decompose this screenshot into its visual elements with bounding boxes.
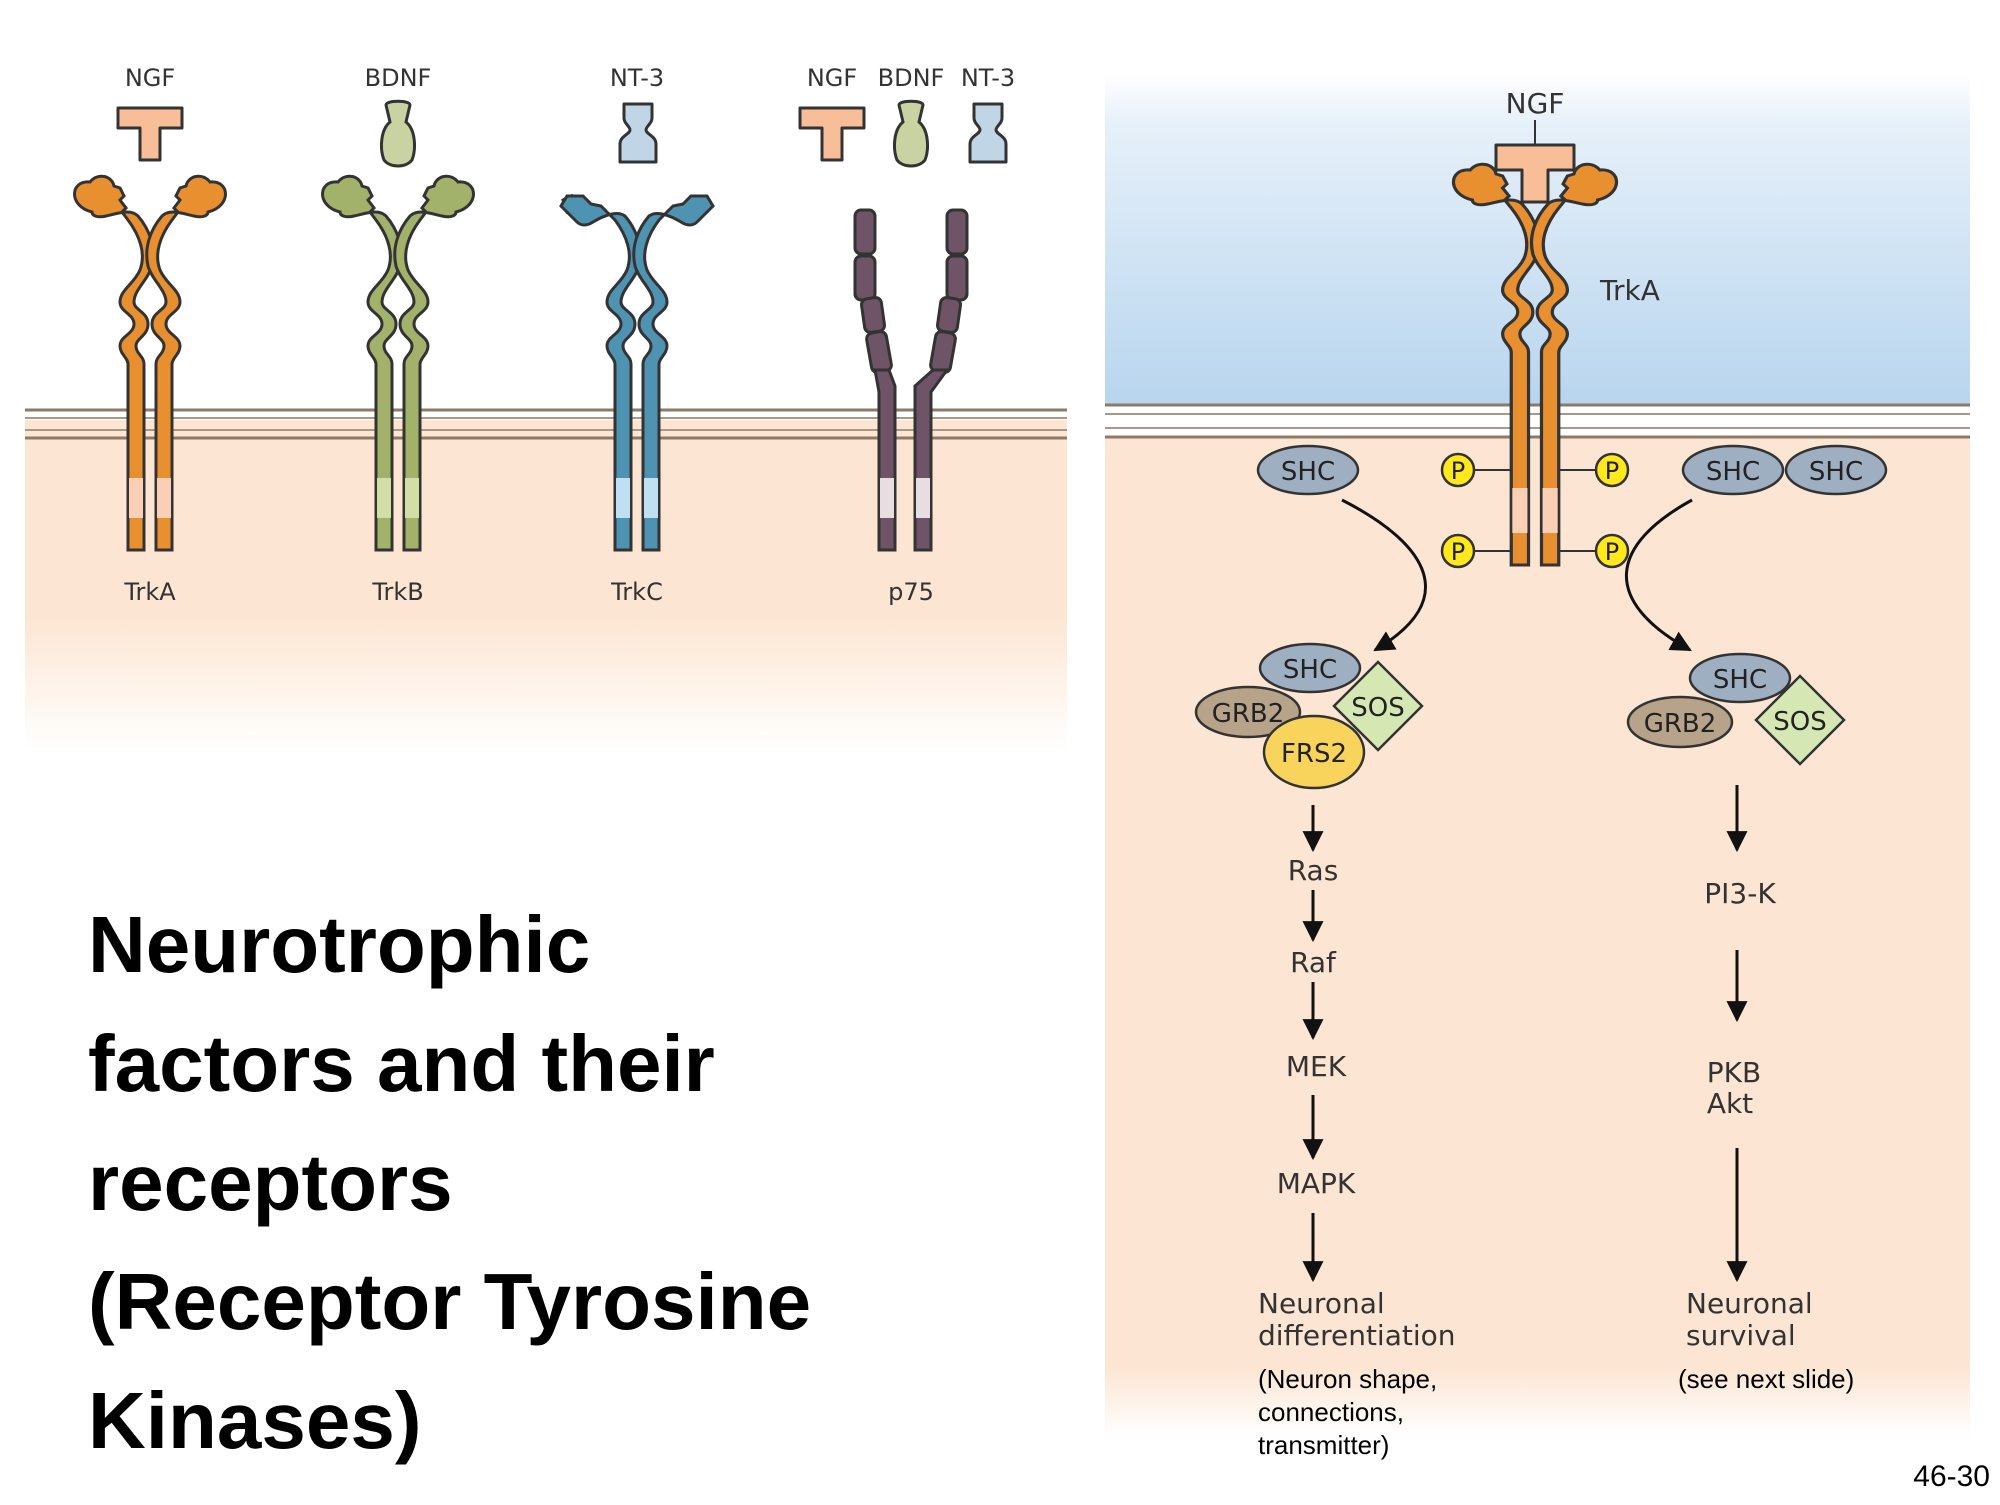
bdnf-ligand xyxy=(380,99,416,168)
title-line: Neurotrophic xyxy=(88,900,591,989)
pathway-pkb: PKB xyxy=(1707,1056,1761,1089)
phospho-top-left: P xyxy=(1440,452,1476,488)
receptor-label-p75: p75 xyxy=(888,578,934,606)
pathway-ras: Ras xyxy=(1288,854,1339,887)
ligand-label-ngf: NGF xyxy=(125,64,175,92)
slide-number: 46-30 xyxy=(1913,1460,1990,1493)
pathway-mek: MEK xyxy=(1286,1050,1347,1083)
complex-right-grb2: GRB2 xyxy=(1626,695,1734,749)
svg-text:FRS2: FRS2 xyxy=(1281,739,1347,769)
svg-text:SHC: SHC xyxy=(1283,655,1337,685)
svg-text:SHC: SHC xyxy=(1706,457,1760,487)
svg-text:P: P xyxy=(1451,457,1465,485)
ngf-ligand xyxy=(116,106,184,162)
svg-text:SOS: SOS xyxy=(1773,707,1826,737)
left-outcome-line1: Neuronal xyxy=(1258,1287,1385,1320)
complex-left-shc: SHC xyxy=(1258,642,1362,694)
phospho-top-right: P xyxy=(1594,452,1630,488)
shc-adaptor-right-2: SHC xyxy=(1784,444,1888,496)
left-note-line2: connections, xyxy=(1258,1397,1404,1427)
pathway-pi3k: PI3-K xyxy=(1704,877,1776,910)
complex-right-shc: SHC xyxy=(1688,652,1792,704)
ligand-label-p75-nt3: NT-3 xyxy=(961,64,1015,92)
svg-text:SHC: SHC xyxy=(1713,665,1767,695)
right-outcome-line1: Neuronal xyxy=(1686,1287,1813,1320)
right-outcome-line2: survival xyxy=(1686,1319,1796,1352)
pathway-akt: Akt xyxy=(1707,1087,1753,1120)
phospho-bottom-left: P xyxy=(1440,533,1476,569)
trkb-receptor xyxy=(321,174,475,552)
shc-adaptor-left: SHC xyxy=(1256,444,1360,496)
svg-text:P: P xyxy=(1451,538,1465,566)
title-line: factors and their xyxy=(88,1019,715,1108)
p75-bdnf-ligand xyxy=(893,99,929,168)
svg-text:P: P xyxy=(1605,457,1619,485)
complex-left-frs2: FRS2 xyxy=(1262,714,1366,790)
slide-title: Neurotrophic factors and their receptors… xyxy=(88,885,968,1480)
right-note: (see next slide) xyxy=(1678,1364,1854,1394)
p75-receptor xyxy=(853,208,969,552)
complex-right-sos: SOS xyxy=(1754,674,1846,766)
p75-ngf-ligand xyxy=(798,106,866,162)
receptor-label-trkb: TrkB xyxy=(371,578,423,606)
right-panel: NGF TrkA P P xyxy=(1105,75,1970,1460)
title-line: Kinases) xyxy=(88,1376,422,1465)
svg-text:GRB2: GRB2 xyxy=(1644,709,1717,739)
right-trka-receptor xyxy=(1452,162,1618,567)
left-note-line3: transmitter) xyxy=(1258,1430,1389,1460)
left-note-line1: (Neuron shape, xyxy=(1258,1364,1437,1394)
left-signaling-complex: GRB2 SHC SOS FRS2 xyxy=(1194,642,1424,790)
right-ligand-label: NGF xyxy=(1506,87,1565,120)
ligand-label-p75-bdnf: BDNF xyxy=(878,64,945,92)
ligand-label-nt3: NT-3 xyxy=(610,64,664,92)
complex-left-sos: SOS xyxy=(1332,660,1424,752)
svg-text:GRB2: GRB2 xyxy=(1212,699,1285,729)
receptor-label-trka: TrkA xyxy=(123,578,176,606)
arrow-to-left-complex xyxy=(1341,498,1427,652)
svg-text:SOS: SOS xyxy=(1351,693,1404,723)
title-line: receptors xyxy=(88,1138,453,1227)
receptor-label-trkc: TrkC xyxy=(610,578,663,606)
title-line: (Receptor Tyrosine xyxy=(88,1257,812,1346)
pathway-mapk: MAPK xyxy=(1277,1167,1356,1200)
right-signaling-complex: GRB2 SHC SOS xyxy=(1626,652,1846,766)
right-receptor-label: TrkA xyxy=(1599,274,1660,307)
trkc-receptor xyxy=(559,193,715,552)
shc-adaptor-right-1: SHC xyxy=(1681,444,1785,496)
nt3-ligand xyxy=(618,102,658,164)
p75-nt3-ligand xyxy=(968,102,1008,164)
phospho-groups: P P P P xyxy=(1440,452,1630,569)
left-outcome-line2: differentiation xyxy=(1258,1319,1456,1352)
left-panel: NGF BDNF NT-3 NGF BDNF NT-3 xyxy=(25,64,1067,750)
svg-text:SHC: SHC xyxy=(1281,457,1335,487)
ligand-label-bdnf: BDNF xyxy=(365,64,432,92)
ligand-label-p75-ngf: NGF xyxy=(807,64,857,92)
svg-text:P: P xyxy=(1605,538,1619,566)
arrow-to-right-complex xyxy=(1625,498,1693,652)
pathway-raf: Raf xyxy=(1290,946,1337,979)
complex-left-grb2: GRB2 xyxy=(1194,685,1302,739)
right-membrane xyxy=(1105,403,1970,439)
phospho-bottom-right: P xyxy=(1594,533,1630,569)
trka-receptor xyxy=(73,174,227,552)
right-cytoplasm xyxy=(1105,438,1970,1438)
svg-text:SHC: SHC xyxy=(1809,457,1863,487)
